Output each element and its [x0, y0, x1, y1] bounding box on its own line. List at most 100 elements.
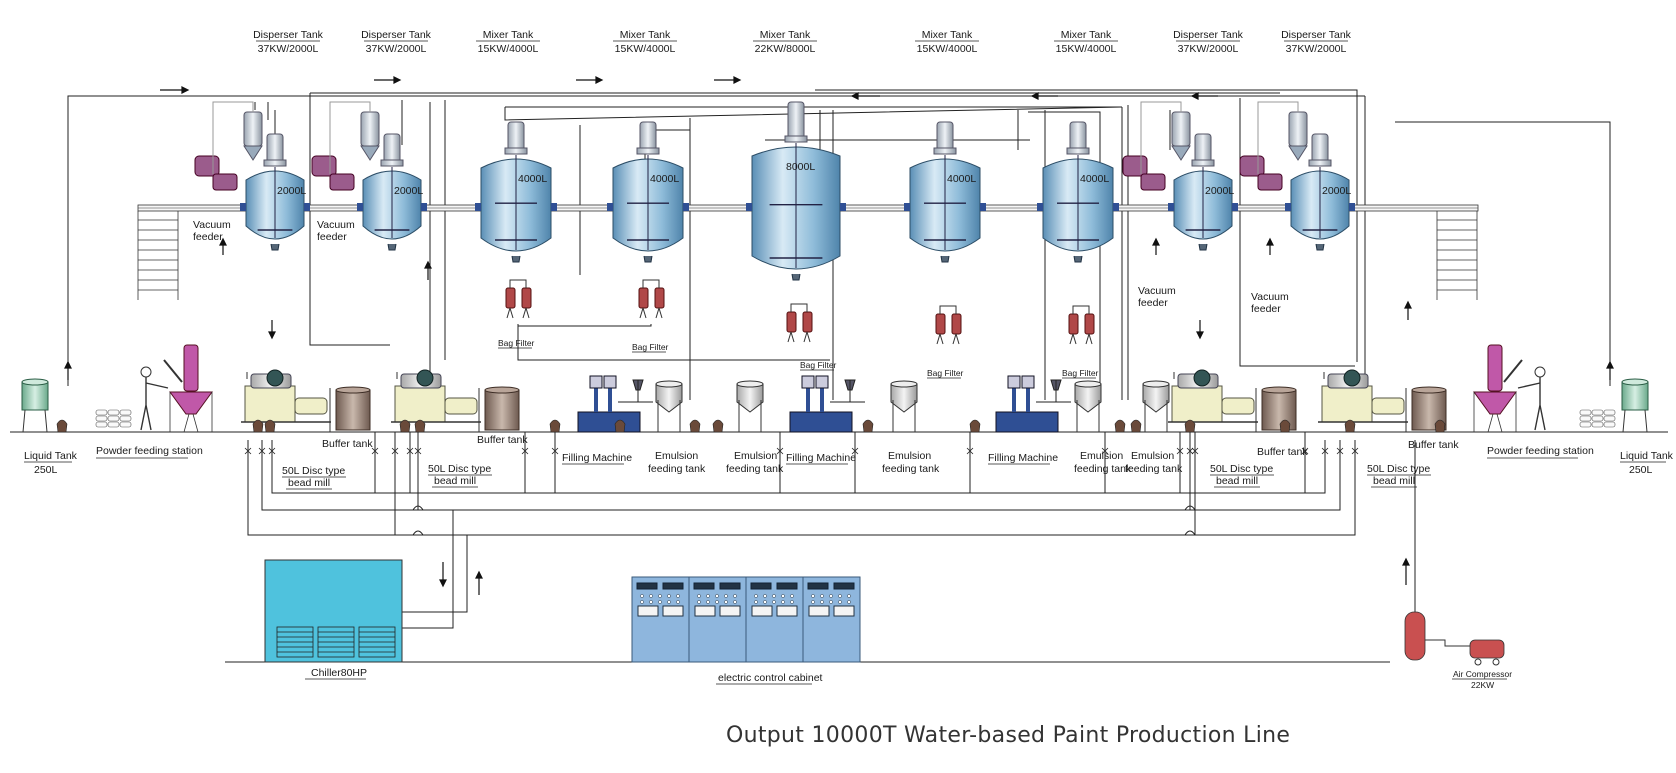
emulsion-3-line2: feeding tank: [882, 463, 940, 475]
powder-station-right-label: Powder feeding station: [1487, 445, 1594, 457]
cabinet-indicator: [697, 594, 701, 598]
cabinet-indicator: [847, 600, 851, 604]
hopper-lever: [163, 359, 183, 383]
transfer-pump-13: [1130, 419, 1142, 433]
bead-mill-pump: [266, 369, 284, 387]
cabinet-display: [719, 582, 741, 590]
filter-manifold: [939, 305, 957, 314]
buffer-tank-body: [335, 389, 371, 431]
cabinet-indicator: [733, 594, 737, 598]
powder-bag: [119, 415, 132, 422]
emulsion-tank-lid: [1074, 380, 1102, 388]
emulsion-tank-lid: [655, 380, 683, 388]
emulsion-5-line1: Emulsion: [1131, 450, 1174, 462]
line-valve-10: [776, 447, 784, 455]
filling-machine-3-label: Filling Machine: [988, 452, 1058, 464]
filter-leg: [1085, 333, 1090, 345]
vessel-volume: 2000L: [1322, 185, 1351, 197]
emulsion-1-line1: Emulsion: [655, 450, 698, 462]
cabinet-indicator: [790, 600, 794, 604]
emulsion-tank-legs: [1076, 400, 1100, 432]
transfer-pump-5: [414, 419, 426, 433]
filling-machine-2: [789, 375, 865, 433]
right-stair: [1436, 211, 1478, 300]
pump-body: [614, 419, 626, 433]
bottom-valve: [511, 255, 521, 263]
bead-mill-3: [1168, 369, 1258, 423]
vacuum-feeder-label-2b: feeder: [317, 231, 347, 243]
chiller-unit: Chiller80HP: [264, 559, 403, 680]
filter-canister: [951, 313, 962, 335]
filling-machine-3: [995, 375, 1071, 433]
cabinet-indicator: [781, 600, 785, 604]
bead-mill-4: [1318, 369, 1408, 423]
bottom-valve: [1198, 243, 1208, 251]
powder-bag: [1603, 421, 1616, 428]
powder-bag: [1579, 421, 1592, 428]
cabinet-indicator: [763, 594, 767, 598]
bag-filter-1: Bag Filter: [498, 279, 535, 349]
ground-label-underlines: [24, 457, 1666, 490]
bottom-valve: [940, 255, 950, 263]
filler-base: [577, 411, 641, 433]
motor-flange: [263, 159, 287, 167]
bead-mill-chamber: [1221, 397, 1255, 415]
bag-filter-3: Bag Filter: [786, 303, 837, 371]
lug-left: [904, 203, 910, 211]
vacuum-hopper: [360, 111, 380, 147]
cabinet-section-3: [745, 576, 804, 663]
pump-body: [399, 419, 411, 433]
vessel-volume: 4000L: [947, 173, 976, 185]
filter-manifold: [790, 303, 808, 312]
line-valve-17: [1301, 447, 1309, 455]
vacuum-feeder-label-1a: Vacuum: [193, 219, 231, 231]
buffer-tank-3: [1255, 386, 1297, 432]
feeder-hose: [212, 101, 254, 174]
transfer-pump-8: [689, 419, 701, 433]
filter-leg: [787, 331, 792, 343]
emulsion-tank-2: [736, 380, 764, 432]
top-tank-name-8: Disperser Tank: [1173, 29, 1244, 41]
hopper-cone: [360, 145, 380, 161]
cabinet-meter: [808, 605, 830, 617]
vessel-3: 4000L: [475, 121, 557, 263]
vacuum-hopper: [1288, 111, 1308, 147]
cabinet-display: [750, 582, 772, 590]
cabinet-indicator: [724, 594, 728, 598]
emulsion-4-line1: Emulsion: [1080, 450, 1123, 462]
cabinet-display: [833, 582, 855, 590]
liquid-tank-right-spec: 250L: [1629, 464, 1653, 476]
cabinet-indicator: [847, 594, 851, 598]
emulsion-tank-legs: [657, 400, 681, 432]
filter-leg: [658, 307, 663, 319]
filter-leg: [939, 333, 944, 345]
cabinet-display: [636, 582, 658, 590]
pump-body: [712, 419, 724, 433]
filter-leg: [1069, 333, 1074, 345]
cabinet-display: [807, 582, 829, 590]
emulsion-tank-3: [890, 380, 918, 432]
lug-right: [980, 203, 986, 211]
liquid-tank-body: [1621, 381, 1649, 411]
top-tank-spec-9: 37KW/2000L: [1286, 43, 1347, 55]
bag-filter-label: Bag Filter: [498, 338, 535, 348]
line-valve-19: [1336, 447, 1344, 455]
liquid-tank-left-name: Liquid Tank: [24, 450, 78, 462]
bead-mill-3-line2: bead mill: [1216, 475, 1258, 487]
bottom-valve: [270, 243, 280, 251]
cabinet-indicator: [790, 594, 794, 598]
buffer-tank-body: [1261, 389, 1297, 431]
emulsion-tank-lid: [1142, 380, 1170, 388]
hopper-cone: [1288, 145, 1308, 161]
cabinet-indicator: [829, 600, 833, 604]
liquid-tank-body: [21, 381, 49, 411]
cabinet-section-4: [802, 576, 861, 663]
powder-bag: [1591, 409, 1604, 416]
top-tank-name-7: Mixer Tank: [1061, 29, 1112, 41]
air-compressor-name: Air Compressor: [1453, 669, 1512, 679]
pump-body: [969, 419, 981, 433]
ground-equipment: [21, 344, 1649, 536]
cabinet-indicator: [820, 600, 824, 604]
bead-mill-chamber: [294, 397, 328, 415]
